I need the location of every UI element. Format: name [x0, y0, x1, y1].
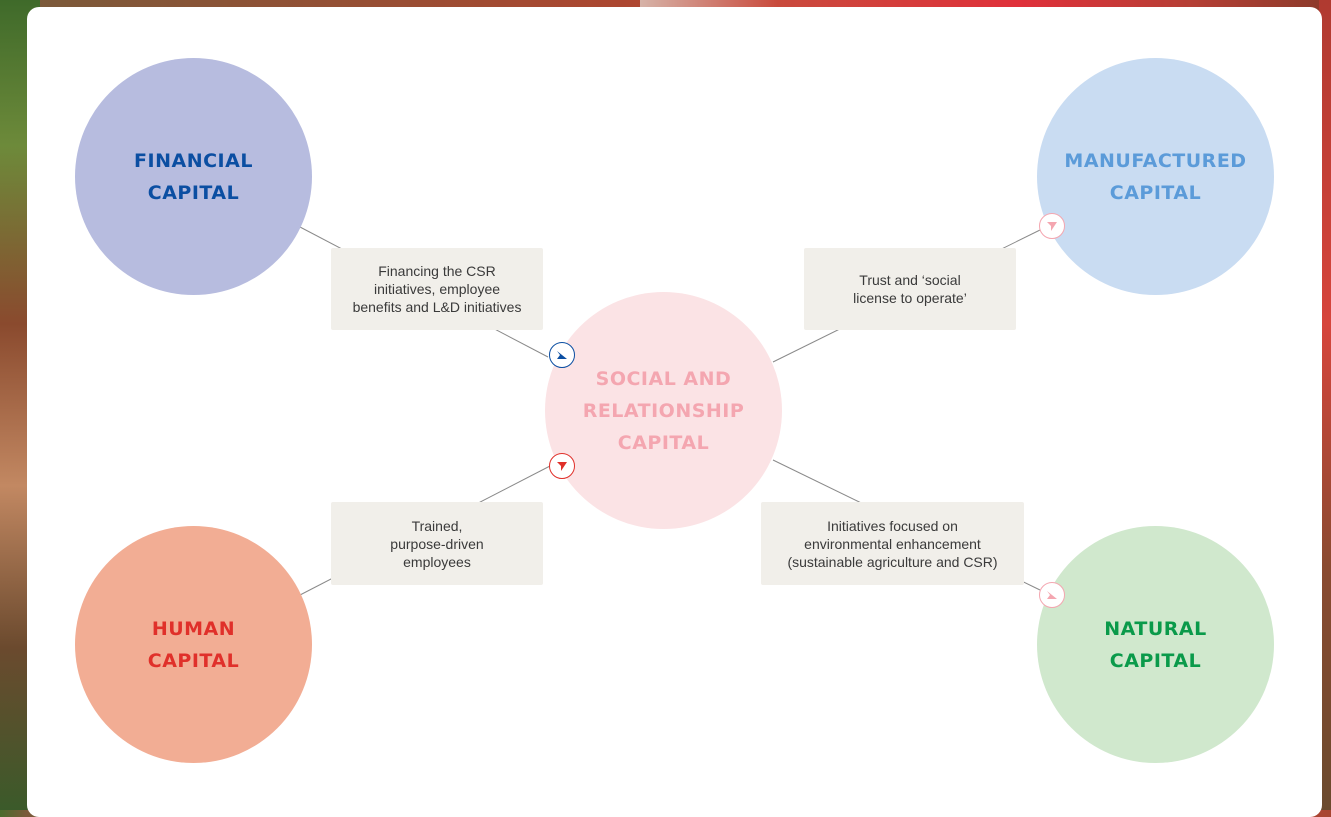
manufactured-arrow-badge	[1039, 213, 1065, 239]
natural-arrow-badge	[1039, 582, 1065, 608]
arrow-icon	[557, 462, 567, 471]
arrow-icon	[1047, 222, 1057, 231]
human-link-box: Trained, purpose-driven employees	[331, 502, 543, 585]
natural-link-box: Initiatives focused on environmental enh…	[761, 502, 1024, 585]
background-photo-right	[1319, 0, 1331, 810]
arrow-icon	[1047, 591, 1057, 599]
manufactured-link-text: Trust and ‘social license to operate’	[853, 272, 967, 306]
arrow-icon	[557, 351, 567, 359]
social-relationship-capital-node: SOCIAL AND RELATIONSHIP CAPITAL	[545, 292, 782, 529]
human-arrow-badge	[549, 453, 575, 479]
human-capital-label: HUMAN CAPITAL	[147, 617, 240, 672]
human-capital-node: HUMAN CAPITAL	[75, 526, 312, 763]
social-relationship-capital-label: SOCIAL AND RELATIONSHIP CAPITAL	[582, 367, 745, 454]
manufactured-capital-label: MANUFACTURED CAPITAL	[1064, 149, 1247, 204]
financial-capital-label: FINANCIAL CAPITAL	[134, 149, 253, 204]
financial-link-box: Financing the CSR initiatives, employee …	[331, 248, 543, 330]
natural-capital-label: NATURAL CAPITAL	[1104, 617, 1207, 672]
natural-link-text: Initiatives focused on environmental enh…	[787, 517, 998, 570]
financial-arrow-badge	[549, 342, 575, 368]
financial-link-text: Financing the CSR initiatives, employee …	[352, 263, 522, 315]
financial-capital-node: FINANCIAL CAPITAL	[75, 58, 312, 295]
natural-capital-node: NATURAL CAPITAL	[1037, 526, 1274, 763]
manufactured-capital-node: MANUFACTURED CAPITAL	[1037, 58, 1274, 295]
human-link-text: Trained, purpose-driven employees	[390, 517, 484, 570]
manufactured-link-box: Trust and ‘social license to operate’	[804, 248, 1016, 330]
